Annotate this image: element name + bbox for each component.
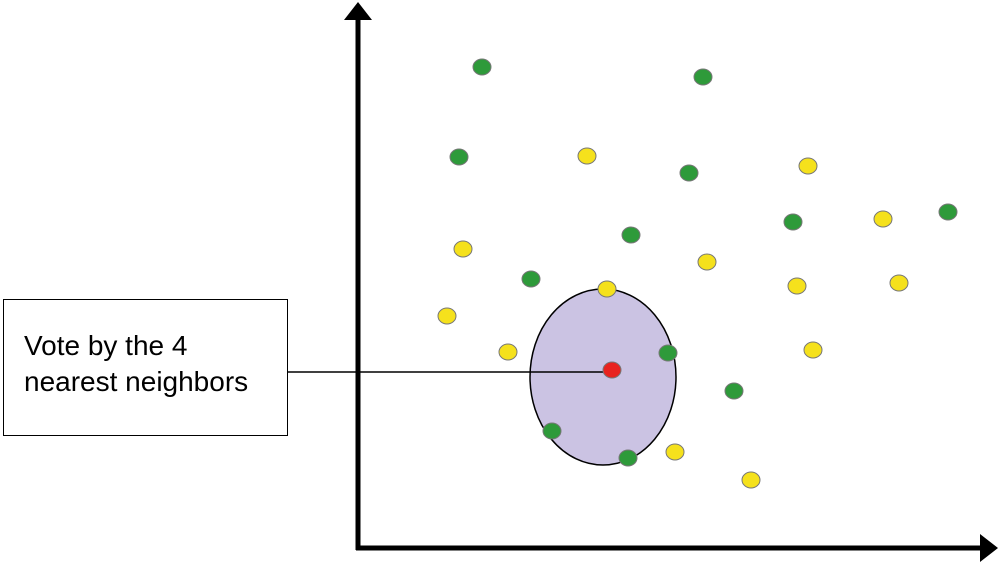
yellow-point bbox=[741, 471, 761, 489]
yellow-point bbox=[437, 307, 457, 325]
yellow-point bbox=[577, 147, 597, 165]
green-point bbox=[521, 270, 541, 288]
callout-line-2: nearest neighbors bbox=[24, 366, 249, 397]
yellow-point bbox=[873, 210, 893, 228]
green-point bbox=[783, 213, 803, 231]
green-point bbox=[724, 382, 744, 400]
green-point bbox=[938, 203, 958, 221]
green-point bbox=[618, 449, 638, 467]
query-point bbox=[602, 361, 622, 379]
yellow-point bbox=[597, 280, 617, 298]
yellow-point bbox=[787, 277, 807, 295]
callout-box: Vote by the 4 nearest neighbors bbox=[3, 299, 288, 436]
yellow-point bbox=[889, 274, 909, 292]
y-axis-arrow bbox=[344, 2, 372, 20]
points-layer bbox=[437, 58, 958, 489]
green-point bbox=[449, 148, 469, 166]
green-point bbox=[658, 344, 678, 362]
green-point bbox=[679, 164, 699, 182]
green-point bbox=[621, 226, 641, 244]
yellow-point bbox=[498, 343, 518, 361]
x-axis-arrow bbox=[980, 534, 998, 562]
yellow-point bbox=[665, 443, 685, 461]
green-point bbox=[472, 58, 492, 76]
yellow-point bbox=[803, 341, 823, 359]
callout-text: Vote by the 4 nearest neighbors bbox=[24, 328, 248, 400]
yellow-point bbox=[697, 253, 717, 271]
yellow-point bbox=[798, 157, 818, 175]
yellow-point bbox=[453, 240, 473, 258]
callout-line-1: Vote by the 4 bbox=[24, 330, 188, 361]
green-point bbox=[693, 68, 713, 86]
green-point bbox=[542, 422, 562, 440]
